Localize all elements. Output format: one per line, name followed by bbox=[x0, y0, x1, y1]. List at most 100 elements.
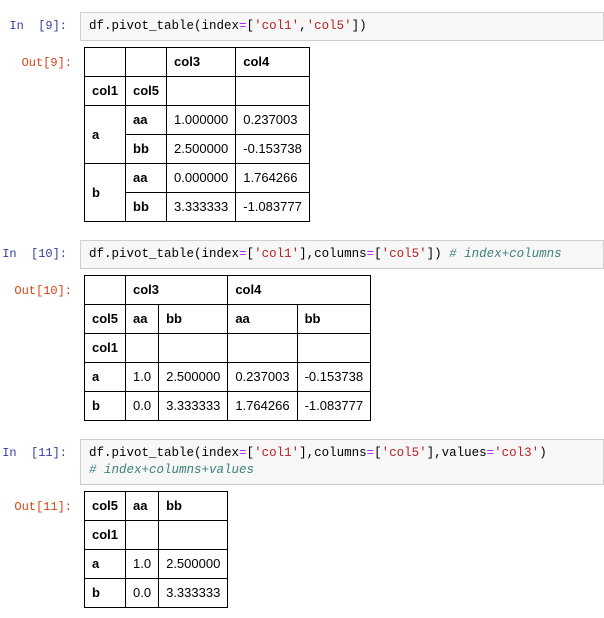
table-row: col1 bbox=[83, 520, 229, 550]
code-line: df.pivot_table(index=['col1'],columns=['… bbox=[89, 246, 595, 263]
code-token: , bbox=[299, 19, 307, 33]
data-cell: 3.333333 bbox=[166, 192, 237, 222]
table-row: col1 bbox=[83, 333, 372, 363]
code-token: df.pivot_table(index bbox=[89, 247, 240, 261]
blank-corner-cell bbox=[125, 47, 168, 77]
sub-column-header-cell: bb bbox=[296, 304, 372, 334]
output-row-9: Out[9]: col3 col4 col1 col5 bbox=[0, 47, 604, 222]
data-cell: 1.0 bbox=[125, 549, 160, 579]
code-token: [ bbox=[246, 19, 255, 33]
code-string-token: 'col5' bbox=[381, 446, 427, 460]
blank-cell bbox=[158, 333, 229, 363]
data-cell: 2.500000 bbox=[158, 549, 229, 579]
data-cell: -0.153738 bbox=[235, 134, 310, 164]
index-cell: aa bbox=[125, 163, 168, 193]
cell-9: In [9]: df.pivot_table(index=['col1','co… bbox=[0, 12, 604, 222]
code-editor-10[interactable]: df.pivot_table(index=['col1'],columns=['… bbox=[80, 240, 604, 269]
index-cell: b bbox=[83, 578, 127, 608]
column-header-cell: col3 bbox=[166, 47, 237, 77]
index-cell: a bbox=[83, 549, 127, 579]
columns-name-cell: col5 bbox=[83, 491, 127, 521]
code-token: ],columns bbox=[299, 247, 367, 261]
data-cell: 1.764266 bbox=[227, 391, 298, 421]
table-row: col1 col5 bbox=[83, 76, 310, 106]
code-line: # index+columns+values bbox=[89, 462, 595, 479]
cell-11: In [11]: df.pivot_table(index=['col1'],c… bbox=[0, 439, 604, 608]
column-header-cell: col3 bbox=[125, 275, 229, 305]
blank-corner-cell bbox=[83, 47, 127, 77]
index-group-cell: a bbox=[83, 105, 127, 164]
blank-cell bbox=[125, 520, 160, 550]
code-line: df.pivot_table(index=['col1','col5']) bbox=[89, 18, 595, 35]
sub-column-header-cell: aa bbox=[125, 304, 160, 334]
table-row: col5 aa bb aa bb bbox=[83, 304, 372, 334]
code-token: [ bbox=[246, 247, 255, 261]
output-area-10: col3 col4 col5 aa bb aa bb col1 bbox=[80, 275, 372, 421]
data-cell: 1.764266 bbox=[235, 163, 310, 193]
data-cell: 0.0 bbox=[125, 578, 160, 608]
sub-column-header-cell: bb bbox=[158, 491, 229, 521]
index-cell: bb bbox=[125, 192, 168, 222]
input-row-10: In [10]: df.pivot_table(index=['col1'],c… bbox=[0, 240, 604, 269]
code-string-token: 'col1' bbox=[254, 19, 300, 33]
code-token: df.pivot_table(index bbox=[89, 446, 240, 460]
data-cell: 0.237003 bbox=[235, 105, 310, 135]
sub-column-header-cell: aa bbox=[125, 491, 160, 521]
code-token: ],values bbox=[426, 446, 487, 460]
table-row: a aa 1.000000 0.237003 bbox=[83, 105, 310, 164]
output-table-10: col3 col4 col5 aa bb aa bb col1 bbox=[83, 275, 372, 421]
code-line: df.pivot_table(index=['col1'],columns=['… bbox=[89, 445, 595, 462]
data-cell: 1.0 bbox=[125, 362, 160, 392]
index-name-cell: col1 bbox=[83, 76, 127, 106]
index-group-cell: b bbox=[83, 163, 127, 222]
data-cell: -1.083777 bbox=[296, 391, 372, 421]
data-cell: 0.0 bbox=[125, 391, 160, 421]
code-token: ]) bbox=[426, 247, 450, 261]
column-header-cell: col4 bbox=[235, 47, 310, 77]
table-row: col3 col4 bbox=[83, 47, 310, 77]
code-editor-9[interactable]: df.pivot_table(index=['col1','col5']) bbox=[80, 12, 604, 41]
sub-column-header-cell: aa bbox=[227, 304, 298, 334]
code-string-token: 'col5' bbox=[306, 19, 352, 33]
index-cell: aa bbox=[125, 105, 168, 135]
code-token: ) bbox=[539, 446, 547, 460]
data-cell: 2.500000 bbox=[166, 134, 237, 164]
input-row-11: In [11]: df.pivot_table(index=['col1'],c… bbox=[0, 439, 604, 485]
data-cell: 1.000000 bbox=[166, 105, 237, 135]
columns-name-cell: col5 bbox=[83, 304, 127, 334]
data-cell: 0.000000 bbox=[166, 163, 237, 193]
blank-cell bbox=[166, 76, 237, 106]
blank-cell bbox=[158, 520, 229, 550]
output-table-9: col3 col4 col1 col5 a aa 1.000000 bbox=[83, 47, 310, 222]
output-prompt-9: Out[9]: bbox=[21, 56, 72, 70]
table-row: bb 2.500000 -0.153738 bbox=[85, 134, 310, 164]
code-string-token: 'col5' bbox=[381, 247, 427, 261]
data-cell: 3.333333 bbox=[158, 391, 229, 421]
output-prompt-11: Out[11]: bbox=[14, 500, 72, 514]
code-token: ]) bbox=[351, 19, 367, 33]
table-row: b aa 0.000000 1.764266 bbox=[83, 163, 310, 222]
output-area-9: col3 col4 col1 col5 a aa 1.000000 bbox=[80, 47, 310, 222]
data-cell: 3.333333 bbox=[158, 578, 229, 608]
table-row: b 0.0 3.333333 bbox=[83, 578, 229, 608]
blank-cell bbox=[227, 333, 298, 363]
code-operator-token: = bbox=[366, 446, 375, 460]
column-header-cell: col4 bbox=[227, 275, 372, 305]
blank-corner-cell bbox=[83, 275, 127, 305]
input-row-9: In [9]: df.pivot_table(index=['col1','co… bbox=[0, 12, 604, 41]
table-row: bb 3.333333 -1.083777 bbox=[85, 192, 310, 222]
input-prompt-10: In [10]: bbox=[2, 247, 67, 261]
output-row-10: Out[10]: col3 col4 col5 aa bb aa bbox=[0, 275, 604, 421]
output-row-11: Out[11]: col5 aa bb col1 bbox=[0, 491, 604, 608]
code-editor-11[interactable]: df.pivot_table(index=['col1'],columns=['… bbox=[80, 439, 604, 485]
code-operator-token: = bbox=[239, 19, 247, 33]
input-prompt-9: In [9]: bbox=[9, 19, 67, 33]
code-string-token: 'col3' bbox=[494, 446, 540, 460]
index-cell: a bbox=[83, 362, 127, 392]
code-token: [ bbox=[374, 446, 382, 460]
index-name-cell: col5 bbox=[125, 76, 168, 106]
blank-cell bbox=[296, 333, 372, 363]
code-token: df.pivot_table(index bbox=[89, 19, 240, 33]
sub-column-header-cell: bb bbox=[158, 304, 229, 334]
